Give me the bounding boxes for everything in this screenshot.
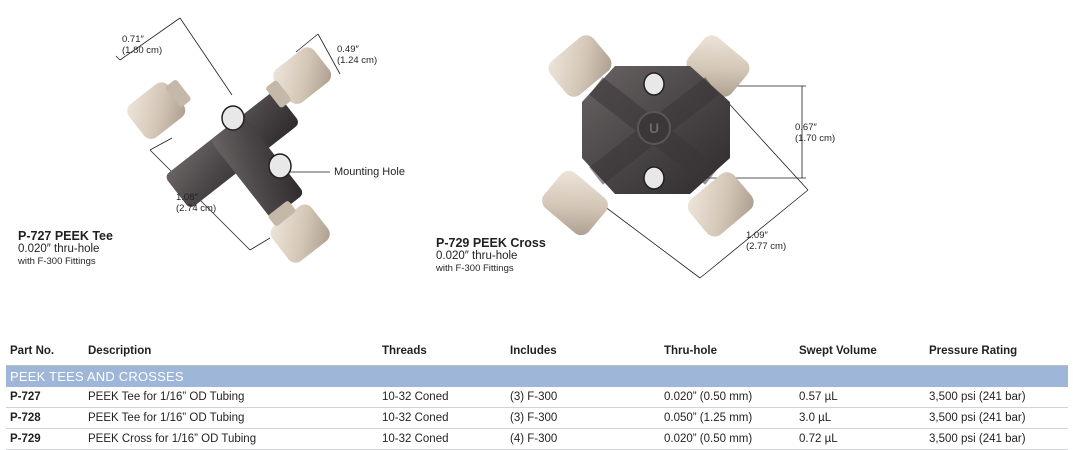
- tee-dim-right-cm: (1.24 cm): [337, 55, 378, 66]
- tee-caption: P-727 PEEK Tee 0.020″ thru-hole with F-3…: [18, 229, 113, 268]
- cell-includes: (3) F-300: [506, 407, 660, 429]
- cell-description: PEEK Tee for 1/16” OD Tubing: [84, 387, 378, 408]
- cell-threads: 10-32 Coned: [378, 428, 506, 450]
- tee-thru-hole: 0.020″ thru-hole: [18, 243, 100, 255]
- tee-dim-top-in: 0.71″: [122, 34, 144, 45]
- cross-title: P-729 PEEK Cross: [436, 236, 546, 250]
- cross-caption: P-729 PEEK Cross 0.020″ thru-hole with F…: [436, 236, 546, 275]
- cell-thru-hole: 0.020” (0.50 mm): [660, 387, 795, 408]
- cross-dim-side: 0.67″ (1.70 cm): [795, 122, 835, 144]
- header-thru-hole: Thru-hole: [660, 340, 795, 366]
- cross-dim-side-in: 0.67″: [795, 122, 817, 133]
- table-row: P-728 PEEK Tee for 1/16” OD Tubing 10-32…: [6, 407, 1068, 429]
- cross-dim-diag: 1.09″ (2.77 cm): [746, 230, 786, 252]
- cell-pressure-rating: 3,500 psi (241 bar): [925, 407, 1068, 429]
- tee-dim-bottom-in: 1.08″: [176, 192, 198, 203]
- spec-table: Part No. Description Threads Includes Th…: [6, 340, 1068, 450]
- cell-part-no: P-729: [6, 428, 84, 450]
- cell-threads: 10-32 Coned: [378, 387, 506, 408]
- section-title: PEEK TEES AND CROSSES: [6, 365, 1068, 387]
- section-row: PEEK TEES AND CROSSES: [6, 365, 1068, 387]
- cell-part-no: P-728: [6, 407, 84, 429]
- cross-dim-side-cm: (1.70 cm): [795, 133, 836, 144]
- table-row: P-729 PEEK Cross for 1/16” OD Tubing 10-…: [6, 428, 1068, 450]
- cell-includes: (3) F-300: [506, 387, 660, 408]
- cell-threads: 10-32 Coned: [378, 407, 506, 429]
- cell-includes: (4) F-300: [506, 428, 660, 450]
- mounting-hole-label: Mounting Hole: [334, 166, 405, 178]
- cell-pressure-rating: 3,500 psi (241 bar): [925, 428, 1068, 450]
- header-pressure-rating: Pressure Rating: [925, 340, 1068, 366]
- header-includes: Includes: [506, 340, 660, 366]
- header-swept-volume: Swept Volume: [795, 340, 925, 366]
- tee-fittings: with F-300 Fittings: [18, 256, 96, 267]
- cross-dim-diag-in: 1.09″: [746, 230, 768, 241]
- tee-dim-bottom: 1.08″ (2.74 cm): [176, 192, 216, 214]
- cross-thru-hole: 0.020″ thru-hole: [436, 250, 518, 262]
- header-part-no: Part No.: [6, 340, 84, 366]
- cell-description: PEEK Cross for 1/16” OD Tubing: [84, 428, 378, 450]
- tee-title: P-727 PEEK Tee: [18, 229, 113, 243]
- tee-dim-top-cm: (1.80 cm): [122, 45, 163, 56]
- svg-text:U: U: [649, 120, 659, 136]
- cell-pressure-rating: 3,500 psi (241 bar): [925, 387, 1068, 408]
- header-threads: Threads: [378, 340, 506, 366]
- cell-swept-volume: 0.57 µL: [795, 387, 925, 408]
- cell-thru-hole: 0.050” (1.25 mm): [660, 407, 795, 429]
- product-illustrations: U 0.71″ (1.80 cm) 0.49″ (1.24 cm) 1.08″ …: [18, 17, 835, 279]
- tee-dim-right-in: 0.49″: [337, 44, 359, 55]
- cell-part-no: P-727: [6, 387, 84, 408]
- table-row: P-727 PEEK Tee for 1/16” OD Tubing 10-32…: [6, 387, 1068, 408]
- cross-fittings: with F-300 Fittings: [436, 263, 514, 274]
- table-header-row: Part No. Description Threads Includes Th…: [6, 340, 1068, 366]
- fittings-drawing: U: [115, 17, 809, 279]
- cell-description: PEEK Tee for 1/16” OD Tubing: [84, 407, 378, 429]
- cross-dim-diag-cm: (2.77 cm): [746, 241, 787, 252]
- tee-dim-bottom-cm: (2.74 cm): [176, 203, 217, 214]
- cell-thru-hole: 0.020” (0.50 mm): [660, 428, 795, 450]
- tee-dim-top: 0.71″ (1.80 cm): [122, 34, 162, 56]
- tee-illustration: [115, 17, 341, 263]
- cell-swept-volume: 0.72 µL: [795, 428, 925, 450]
- cross-illustration: U: [542, 35, 809, 279]
- header-description: Description: [84, 340, 378, 366]
- cell-swept-volume: 3.0 µL: [795, 407, 925, 429]
- tee-dim-right: 0.49″ (1.24 cm): [337, 44, 377, 66]
